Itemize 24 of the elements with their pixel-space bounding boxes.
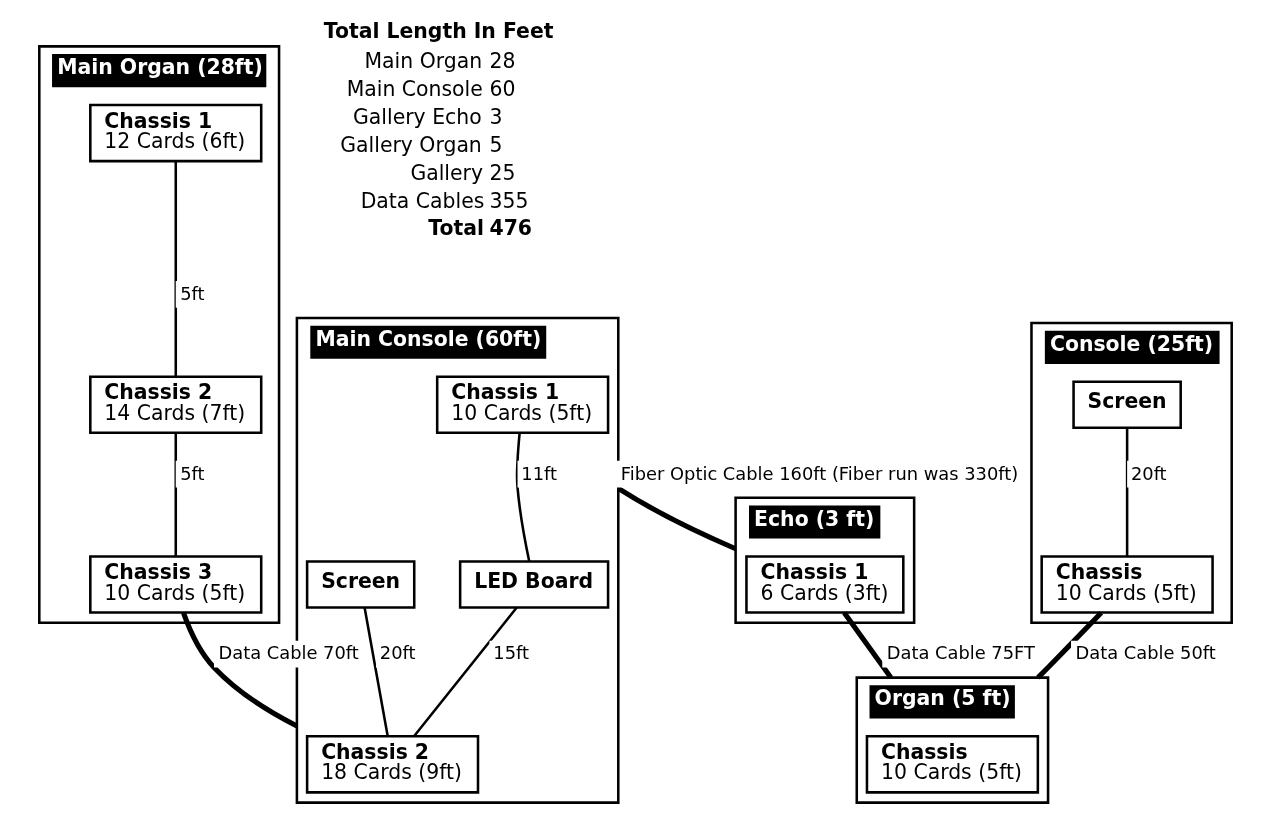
edge-label: Data Cable 75FT [886, 642, 1035, 664]
label: 3 [488, 104, 502, 129]
edge-label: 15ft [492, 642, 529, 664]
edge-label: Fiber Optic Cable 160ft (Fiber run was 330ft) [620, 462, 1018, 484]
label: Data Cables [360, 189, 484, 214]
edge-label: 5ft [179, 282, 205, 304]
label: 60 [488, 76, 515, 101]
label: Gallery Echo [352, 104, 482, 129]
label: Main Organ [364, 48, 482, 73]
label: 355 [488, 189, 528, 214]
edge-label: 20ft [1130, 462, 1167, 484]
edge-label: Data Cable 50ft [1074, 642, 1216, 664]
edge-label: 5ft [179, 462, 205, 484]
label: 28 [488, 48, 515, 73]
label: Gallery [409, 161, 483, 186]
label: 25 [488, 161, 515, 186]
edge-label: 11ft [520, 462, 557, 484]
label: 476 [488, 215, 532, 240]
label: 5 [488, 132, 502, 157]
label: Total Length In Feet [323, 19, 553, 44]
label: Total [427, 215, 484, 240]
label: Main Console [346, 76, 483, 101]
label: Gallery Organ [339, 132, 482, 157]
edge-label: 20ft [379, 642, 415, 664]
